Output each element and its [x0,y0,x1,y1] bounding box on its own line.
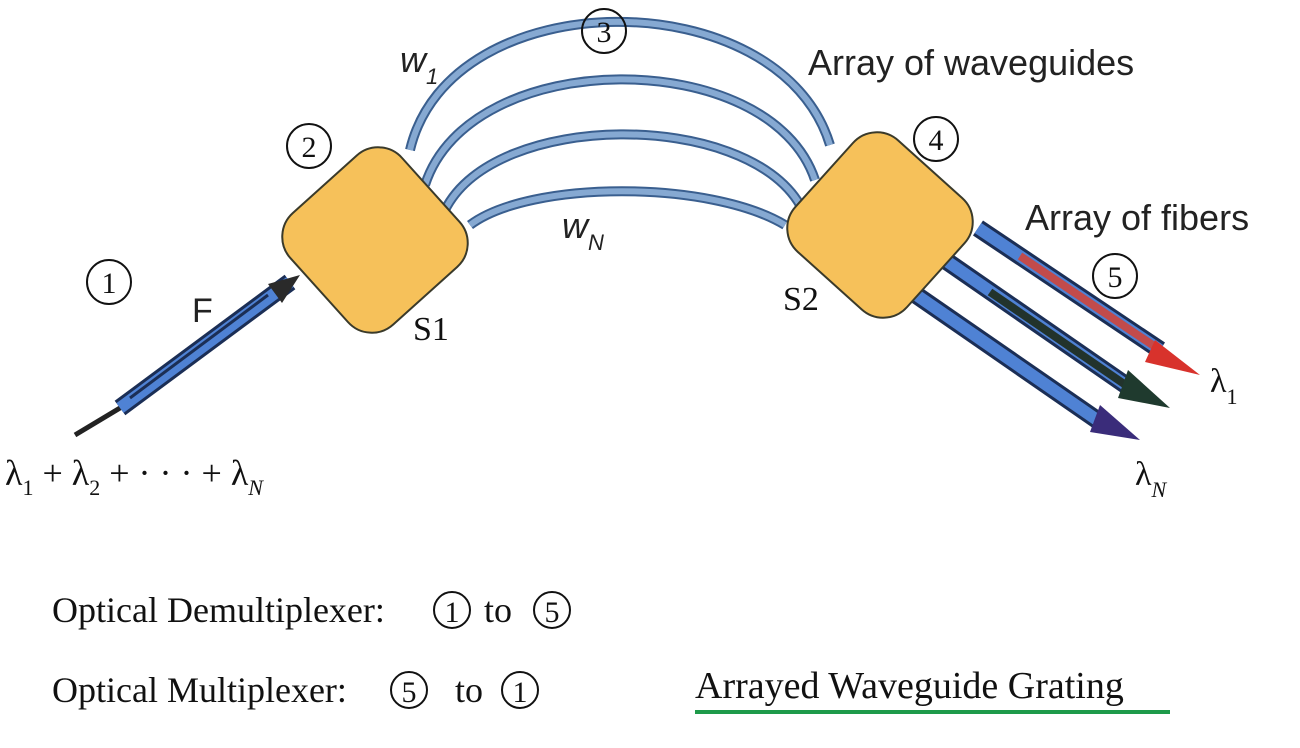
marker-3: 3 [581,8,627,54]
label-f: F [192,292,213,330]
svg-text:5: 5 [1108,261,1123,294]
arrow-lambdaN [1090,405,1140,440]
label-input-sum: λ1 + λ2 + · · · + λN [5,453,264,500]
svg-text:2: 2 [302,131,317,164]
marker-2: 2 [286,123,332,169]
marker-1: 1 [86,259,132,305]
legend-demux: Optical Demultiplexer: 1 to 5 [52,590,571,630]
svg-text:1: 1 [445,596,460,629]
output-fibers [906,220,1200,440]
label-wn: wN [562,205,604,255]
waveguide-array [405,16,835,230]
legend-mux: Optical Multiplexer: 5 to 1 [52,670,539,710]
label-lambda1: λ1 [1210,363,1238,409]
diagram-title: Arrayed Waveguide Grating [695,665,1124,707]
label-array-of-waveguides: Array of waveguides [808,42,1134,83]
svg-text:to: to [484,590,512,630]
star-coupler-s1 [281,146,469,334]
label-s2: S2 [783,281,819,318]
label-array-of-fibers: Array of fibers [1025,197,1249,238]
svg-text:1: 1 [102,267,117,300]
svg-text:to: to [455,670,483,710]
svg-text:4: 4 [929,124,944,157]
star-coupler-s2 [786,131,974,319]
svg-text:5: 5 [545,596,560,629]
label-w1: w1 [400,39,438,89]
marker-4: 4 [913,116,959,162]
legend-demux-label: Optical Demultiplexer: [52,590,385,630]
label-lambdaN: λN [1135,456,1168,502]
arrow-lambda1 [1145,340,1200,375]
input-fiber [73,274,300,438]
arrow-middle [1118,370,1170,408]
input-arrowhead [268,275,300,303]
label-s1: S1 [413,311,449,348]
marker-5: 5 [1092,253,1138,299]
legend-mux-label: Optical Multiplexer: [52,670,347,710]
svg-text:3: 3 [597,16,612,49]
svg-text:5: 5 [402,676,417,709]
svg-text:1: 1 [513,676,528,709]
